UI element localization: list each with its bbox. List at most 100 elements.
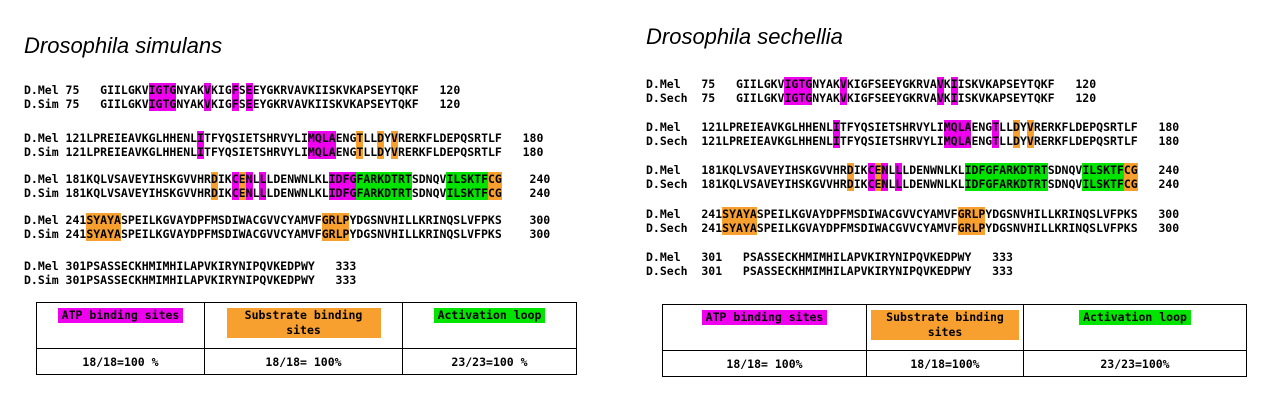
sequence-row: D.Mel 241SYAYASPEILKGVAYDPFMSDIWACGVVCYA… bbox=[646, 207, 1179, 221]
panel-title: Drosophila sechellia bbox=[646, 24, 843, 49]
atp-site-highlight: MQLA bbox=[307, 145, 336, 159]
sequence-row: D.Mel 181KQLVSAVEYIHSKGVVHRDIKCENLLLDENW… bbox=[24, 172, 550, 186]
sequence-text: EYGKRVAVKIISKVKAPSEYTQKF 120 bbox=[252, 97, 461, 111]
substrate-site-highlight: D bbox=[846, 177, 854, 191]
legend-header-cell: Activation loop bbox=[402, 302, 577, 349]
sequence-text: LDENWNLKL bbox=[902, 163, 965, 177]
sequence-text: D.Sim 181KQLVSAVEYIHSKGVVHR bbox=[24, 186, 211, 200]
substrate-site-highlight: D bbox=[377, 145, 385, 159]
atp-site-highlight: N bbox=[245, 172, 253, 186]
atp-site-highlight: MQLA bbox=[307, 131, 336, 145]
sequence-text: KIGFSEEYGKRVA bbox=[846, 91, 937, 105]
sequence-text: D.Mel 121LPREIEAVKGLHHENL bbox=[24, 131, 198, 145]
sequence-row: D.Sim 241SYAYASPEILKGVAYDPFMSDIWACGVVCYA… bbox=[24, 227, 550, 241]
simulans-panel: Drosophila simulans D.Mel 75 GIILGKVIGTG… bbox=[24, 0, 614, 402]
sequence-text: LDENWNLKL bbox=[902, 177, 965, 191]
activation-loop-highlight: IDFG bbox=[964, 163, 993, 177]
sequence-text: K bbox=[943, 91, 951, 105]
substrate-site-highlight: SYAYA bbox=[86, 213, 121, 227]
substrate-site-highlight: D bbox=[846, 163, 854, 177]
atp-site-highlight: V bbox=[839, 77, 847, 91]
substrate-site-highlight: SYAYA bbox=[722, 207, 757, 221]
atp-site-highlight: T bbox=[992, 120, 1000, 134]
alignment-block: D.Mel 241SYAYASPEILKGVAYDPFMSDIWACGVVCYA… bbox=[646, 207, 1179, 235]
sequence-text: D.Mel 121LPREIEAVKGLHHENL bbox=[646, 120, 833, 134]
sequence-text: IK bbox=[217, 172, 232, 186]
sequence-row: D.Sech 301 PSASSECKHMIMHILAPVKIRYNIPQVKE… bbox=[646, 264, 1013, 278]
sequence-row: D.Mel 121LPREIEAVKGLHHENLITFYQSIETSHRVYL… bbox=[646, 120, 1179, 134]
sequence-text: ENG bbox=[335, 145, 357, 159]
sequence-text: D.Mel 241 bbox=[24, 213, 87, 227]
alignment-block: D.Mel 301PSASSECKHMIMHILAPVKIRYNIPQVKEDP… bbox=[24, 259, 356, 287]
sequence-text: KIGFSEEYGKRVA bbox=[846, 77, 937, 91]
legend-value: 18/18= 100% bbox=[204, 348, 403, 375]
substrate-site-highlight: V bbox=[1026, 134, 1034, 148]
atp-site-highlight: MQLA bbox=[943, 120, 972, 134]
sequence-text: Y bbox=[1019, 134, 1027, 148]
alignment-block: D.Mel 301 PSASSECKHMIMHILAPVKIRYNIPQVKED… bbox=[646, 250, 1013, 278]
sequence-text: LL bbox=[363, 145, 378, 159]
sequence-row: D.Sim 121LPREIEAVKGLHHENLITFYQSIETSHRVYL… bbox=[24, 145, 543, 159]
sequence-text: D.Sim 121LPREIEAVKGLHHENL bbox=[24, 145, 198, 159]
substrate-site-highlight: V bbox=[1026, 120, 1034, 134]
substrate-site-highlight: D bbox=[210, 186, 218, 200]
legend-value: 23/23=100% bbox=[1023, 350, 1247, 377]
sequence-text: D.Sech 241 bbox=[646, 221, 723, 235]
substrate-site-highlight: D bbox=[1013, 134, 1020, 148]
atp-site-highlight: E bbox=[245, 97, 253, 111]
atp-site-highlight: V bbox=[936, 77, 944, 91]
sequence-text: Y bbox=[1019, 120, 1027, 134]
sequence-text: D.Sech 301 PSASSECKHMIMHILAPVKIRYNIPQVKE… bbox=[646, 264, 1013, 278]
sequence-text: ENG bbox=[971, 120, 993, 134]
sequence-text: SDNQV bbox=[1047, 163, 1083, 177]
sequence-text: IK bbox=[217, 186, 232, 200]
sequence-text: K bbox=[943, 77, 951, 91]
atp-site-highlight: N bbox=[881, 163, 889, 177]
sequence-text: D.Mel 181KQLVSAVEYIHSKGVVHR bbox=[24, 172, 211, 186]
sequence-text: SDNQV bbox=[411, 186, 447, 200]
sequence-text: LL bbox=[999, 134, 1014, 148]
sequence-text: D.Sech 181KQLVSAVEYIHSKGVVHR bbox=[646, 177, 847, 191]
legend-value: 18/18= 100% bbox=[662, 350, 867, 377]
sequence-text: ISKVKAPSEYTQKF 120 bbox=[957, 77, 1097, 91]
substrate-site-highlight: E bbox=[874, 177, 882, 191]
legend-label: Activation loop bbox=[433, 308, 546, 323]
atp-site-highlight: V bbox=[839, 91, 847, 105]
sequence-text: SPEILKGVAYDPFMSDIWACGVVCYAMVF bbox=[756, 207, 958, 221]
atp-site-highlight: IDFG bbox=[328, 186, 357, 200]
sequence-text: 240 bbox=[501, 186, 551, 200]
sequence-row: D.Sim 75 GIILGKVIGTGNYAKVKIGFSEEYGKRVAVK… bbox=[24, 97, 460, 111]
sequence-text: YDGSNVHILLKRINQSLVFPKS 300 bbox=[349, 213, 551, 227]
sequence-text: YDGSNVHILLKRINQSLVFPKS 300 bbox=[985, 221, 1180, 235]
legend-label: Substrate binding sites bbox=[871, 310, 1019, 340]
alignment-block: D.Mel 75 GIILGKVIGTGNYAKVKIGFSEEYGKRVAVK… bbox=[24, 83, 460, 111]
sequence-row: D.Mel 75 GIILGKVIGTGNYAKVKIGFSEEYGKRVAVK… bbox=[646, 77, 1096, 91]
sequence-text: D.Mel 75 GIILGKV bbox=[646, 77, 785, 91]
sequence-text: RERKFLDEPQSRTLF 180 bbox=[397, 131, 544, 145]
sequence-text: IK bbox=[853, 163, 868, 177]
sequence-text: Y bbox=[384, 131, 392, 145]
legend-label: ATP binding sites bbox=[701, 310, 828, 325]
alignment-block: D.Mel 121LPREIEAVKGLHHENLITFYQSIETSHRVYL… bbox=[24, 131, 543, 159]
sequence-text: LL bbox=[363, 131, 378, 145]
substrate-site-highlight: GRLP bbox=[321, 227, 350, 241]
substrate-site-highlight: E bbox=[238, 186, 246, 200]
alignment-block: D.Mel 121LPREIEAVKGLHHENLITFYQSIETSHRVYL… bbox=[646, 120, 1179, 148]
sequence-text: 240 bbox=[1137, 163, 1180, 177]
sequence-text: L bbox=[252, 172, 260, 186]
substrate-site-highlight: SYAYA bbox=[722, 221, 757, 235]
atp-site-highlight: L bbox=[259, 186, 267, 200]
sequence-text: IK bbox=[853, 177, 868, 191]
sequence-text: LL bbox=[999, 120, 1014, 134]
sequence-row: D.Sim 301PSASSECKHMIMHILAPVKIRYNIPQVKEDP… bbox=[24, 273, 356, 287]
legend-label: ATP binding sites bbox=[57, 308, 184, 323]
atp-site-highlight: E bbox=[245, 83, 253, 97]
alignment-block: D.Mel 181KQLVSAVEYIHSKGVVHRDIKCENLLLDENW… bbox=[646, 163, 1179, 191]
sequence-text: L bbox=[888, 177, 896, 191]
sequence-text: L bbox=[252, 186, 260, 200]
substrate-site-highlight: V bbox=[391, 145, 398, 159]
sequence-text: EYGKRVAVKIISKVKAPSEYTQKF 120 bbox=[252, 83, 461, 97]
atp-site-highlight: C bbox=[231, 172, 239, 186]
substrate-site-highlight: D bbox=[377, 131, 385, 145]
